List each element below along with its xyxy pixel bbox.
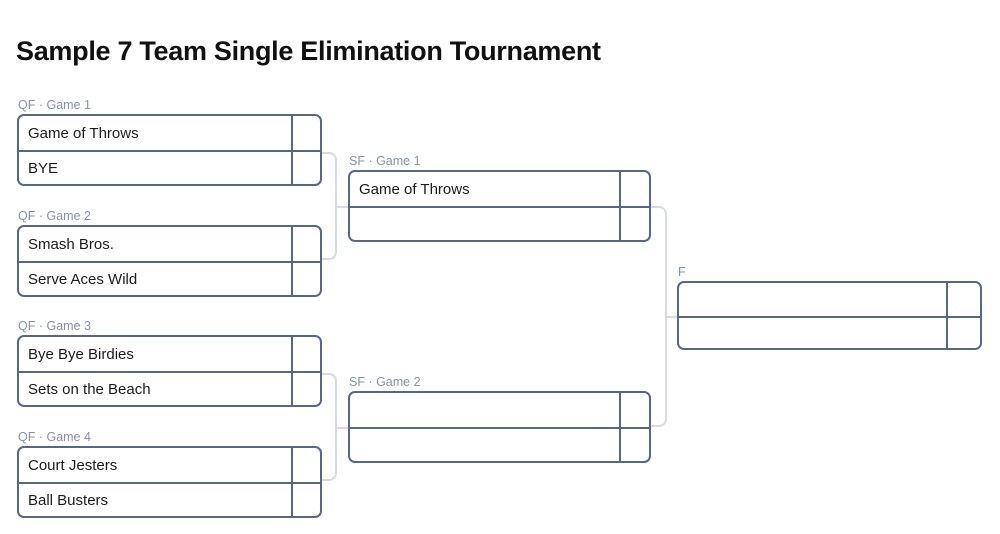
match-qf-game-3[interactable]: QF · Game 3 Bye Bye Birdies Sets on the … bbox=[17, 319, 322, 407]
match-label: QF · Game 3 bbox=[18, 319, 91, 333]
team-name: Serve Aces Wild bbox=[28, 270, 138, 288]
team-score[interactable] bbox=[291, 263, 320, 295]
team-score[interactable] bbox=[291, 448, 320, 482]
match-qf-game-4[interactable]: QF · Game 4 Court Jesters Ball Busters bbox=[17, 430, 322, 518]
team-name bbox=[679, 318, 946, 349]
team-score[interactable] bbox=[291, 337, 320, 371]
match-sf-game-2[interactable]: SF · Game 2 bbox=[348, 375, 651, 463]
match-box: Court Jesters Ball Busters bbox=[17, 446, 322, 518]
match-label: QF · Game 1 bbox=[18, 98, 91, 112]
team-name: Ball Busters bbox=[28, 491, 109, 509]
match-slot-top[interactable]: Bye Bye Birdies bbox=[19, 337, 320, 371]
match-label: QF · Game 2 bbox=[18, 209, 91, 223]
team-score[interactable] bbox=[291, 227, 320, 261]
match-slot-top[interactable]: Game of Throws bbox=[19, 116, 320, 150]
team-name bbox=[350, 429, 619, 461]
match-slot-bottom[interactable]: Sets on the Beach bbox=[19, 371, 320, 405]
match-qf-game-2[interactable]: QF · Game 2 Smash Bros. Serve Aces Wild bbox=[17, 209, 322, 297]
team-score[interactable] bbox=[291, 152, 320, 184]
page-title: Sample 7 Team Single Elimination Tournam… bbox=[16, 36, 601, 67]
team-name: Sets on the Beach bbox=[28, 380, 151, 398]
team-name: Game of Throws bbox=[359, 180, 470, 198]
team-score[interactable] bbox=[291, 373, 320, 405]
match-final[interactable]: F bbox=[677, 265, 982, 350]
match-slot-top[interactable] bbox=[350, 393, 649, 427]
match-label: SF · Game 1 bbox=[349, 154, 421, 168]
team-score[interactable] bbox=[619, 208, 649, 240]
team-name bbox=[350, 208, 619, 240]
team-name: Smash Bros. bbox=[28, 235, 114, 253]
team-score[interactable] bbox=[291, 116, 320, 150]
match-slot-bottom[interactable]: Serve Aces Wild bbox=[19, 261, 320, 295]
match-slot-top[interactable]: Game of Throws bbox=[350, 172, 649, 206]
connector-stub-f bbox=[667, 316, 677, 318]
team-name bbox=[350, 393, 619, 427]
match-slot-bottom[interactable] bbox=[350, 427, 649, 461]
match-qf-game-1[interactable]: QF · Game 1 Game of Throws BYE bbox=[17, 98, 322, 186]
team-score[interactable] bbox=[946, 317, 980, 348]
team-score[interactable] bbox=[619, 393, 649, 427]
match-label: QF · Game 4 bbox=[18, 430, 91, 444]
match-label: SF · Game 2 bbox=[349, 375, 421, 389]
match-slot-bottom[interactable]: BYE bbox=[19, 150, 320, 184]
team-name: Bye Bye Birdies bbox=[28, 345, 134, 363]
team-name: Court Jesters bbox=[28, 456, 118, 474]
team-score[interactable] bbox=[291, 484, 320, 516]
connector-qf1-qf2-to-sf1 bbox=[321, 152, 337, 260]
match-box: Bye Bye Birdies Sets on the Beach bbox=[17, 335, 322, 407]
match-slot-top[interactable]: Smash Bros. bbox=[19, 227, 320, 261]
match-box: Smash Bros. Serve Aces Wild bbox=[17, 225, 322, 297]
match-box bbox=[677, 281, 982, 350]
match-slot-bottom[interactable]: Ball Busters bbox=[19, 482, 320, 516]
team-score[interactable] bbox=[619, 172, 649, 206]
match-slot-top[interactable] bbox=[679, 283, 980, 316]
team-name: BYE bbox=[28, 159, 59, 177]
match-sf-game-1[interactable]: SF · Game 1 Game of Throws bbox=[348, 154, 651, 242]
team-name: Game of Throws bbox=[28, 124, 139, 142]
match-slot-bottom[interactable] bbox=[679, 315, 980, 349]
team-name bbox=[679, 283, 946, 316]
match-slot-top[interactable]: Court Jesters bbox=[19, 448, 320, 482]
match-slot-bottom[interactable] bbox=[350, 206, 649, 240]
connector-stub-sf1 bbox=[337, 206, 348, 208]
match-label: F bbox=[678, 265, 686, 279]
match-box: Game of Throws bbox=[348, 170, 651, 242]
connector-qf3-qf4-to-sf2 bbox=[321, 373, 337, 481]
connector-sf1-sf2-to-f bbox=[651, 206, 667, 427]
team-score[interactable] bbox=[619, 429, 649, 461]
match-box: Game of Throws BYE bbox=[17, 114, 322, 186]
connector-stub-sf2 bbox=[337, 427, 348, 429]
team-score[interactable] bbox=[946, 283, 980, 316]
match-box bbox=[348, 391, 651, 463]
